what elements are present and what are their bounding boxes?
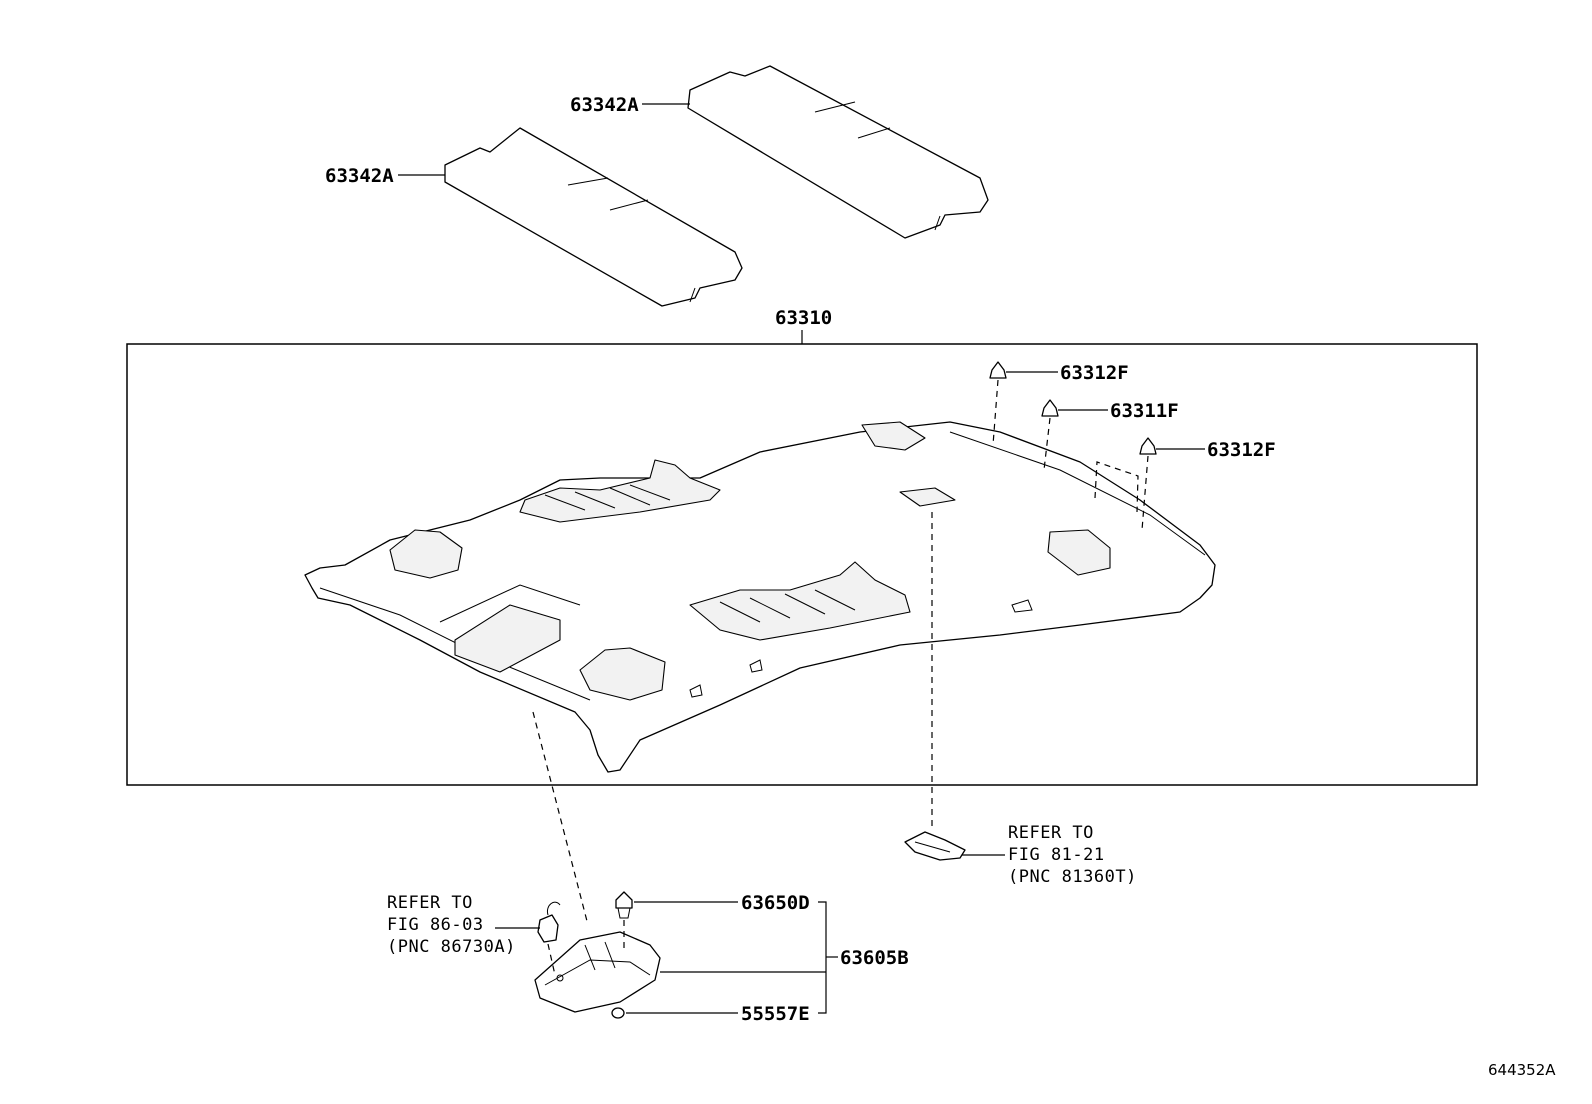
figure-number: 644352A bbox=[1488, 1061, 1556, 1079]
clip-63312f-right[interactable] bbox=[1139, 437, 1157, 455]
headliner-box bbox=[126, 343, 1478, 786]
part-number-55557e: 55557E bbox=[741, 1003, 810, 1025]
ref-left-line3: (PNC 86730A) bbox=[387, 937, 516, 957]
clip-63312f-top[interactable] bbox=[989, 361, 1007, 379]
ref-right-line2: FIG 81-21 bbox=[1008, 845, 1105, 865]
headliner[interactable] bbox=[304, 421, 1216, 773]
part-number-63342a-front: 63342A bbox=[325, 165, 394, 187]
part-number-63312f-top: 63312F bbox=[1060, 362, 1129, 384]
part-number-63342a-rear: 63342A bbox=[570, 94, 639, 116]
part-number-63310: 63310 bbox=[775, 307, 832, 329]
part-number-63650d: 63650D bbox=[741, 892, 810, 914]
sunvisor-holder-part[interactable] bbox=[904, 831, 966, 861]
part-number-63605b: 63605B bbox=[840, 947, 909, 969]
pad-rear[interactable] bbox=[687, 65, 989, 239]
ref-right-line1: REFER TO bbox=[1008, 823, 1094, 843]
part-number-63312f-right: 63312F bbox=[1207, 439, 1276, 461]
ref-left-line1: REFER TO bbox=[387, 893, 473, 913]
part-number-63311f: 63311F bbox=[1110, 400, 1179, 422]
connector-part[interactable] bbox=[537, 901, 561, 943]
pad-front[interactable] bbox=[444, 127, 743, 307]
screw-63650d[interactable] bbox=[615, 891, 633, 919]
ref-left-line2: FIG 86-03 bbox=[387, 915, 484, 935]
plug-55557e[interactable] bbox=[611, 1007, 625, 1019]
dome-lamp-assembly[interactable] bbox=[534, 931, 661, 1013]
ref-right-line3: (PNC 81360T) bbox=[1008, 867, 1137, 887]
clip-63311f[interactable] bbox=[1041, 399, 1059, 417]
